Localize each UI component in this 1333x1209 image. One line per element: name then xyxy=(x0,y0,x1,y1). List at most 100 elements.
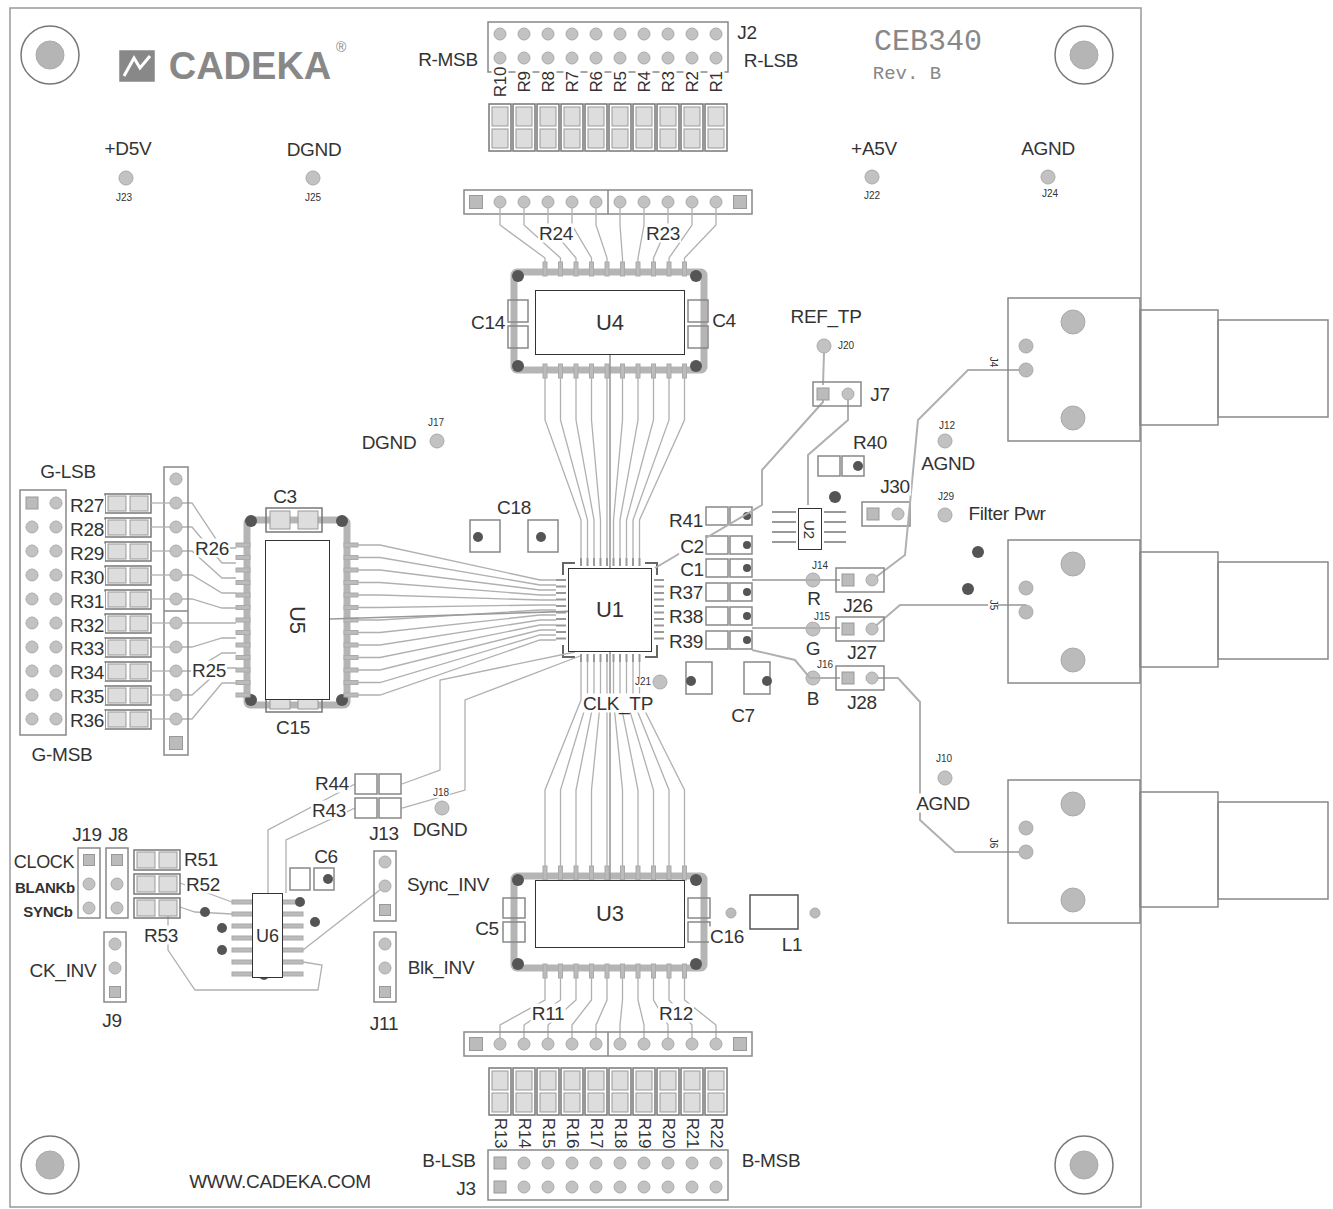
ic-pin xyxy=(621,262,625,276)
ic-pin xyxy=(621,964,625,978)
mounting-hole xyxy=(36,1151,64,1179)
bnc-outline xyxy=(1008,780,1140,923)
ic-pin xyxy=(605,262,609,276)
resistor-outline xyxy=(705,104,727,151)
pad-outline xyxy=(684,107,700,126)
ic-pin xyxy=(344,643,358,647)
header-outline xyxy=(374,932,396,1002)
connector-label: J3 xyxy=(455,1179,476,1198)
ic-pin xyxy=(626,558,628,566)
pad xyxy=(566,28,578,40)
silkscreen-text: REF_TP xyxy=(789,307,862,326)
trace xyxy=(402,652,575,784)
connector-label: J9 xyxy=(101,1011,122,1030)
ic-pin xyxy=(824,521,846,523)
trace xyxy=(572,976,592,1038)
ic-pin xyxy=(619,558,621,566)
pad xyxy=(494,1157,506,1169)
capacitor-label: C5 xyxy=(474,919,500,938)
pad xyxy=(566,1181,578,1193)
pad-outline xyxy=(730,559,752,577)
pad xyxy=(470,1038,483,1051)
pad-outline xyxy=(706,631,728,649)
pad xyxy=(50,689,62,701)
pad xyxy=(170,521,182,533)
trace xyxy=(596,976,607,1038)
pad-outline xyxy=(564,129,580,148)
silkscreen-text: SYNCb xyxy=(22,904,73,919)
connector-label: J12 xyxy=(938,421,956,431)
via xyxy=(686,676,696,686)
via xyxy=(743,612,751,620)
connector-label: J6 xyxy=(988,837,998,850)
resistor-outline xyxy=(489,104,511,151)
sip-outline xyxy=(464,1032,752,1056)
trace xyxy=(872,678,1026,852)
silkscreen-text: B-MSB xyxy=(741,1151,802,1170)
ic-footprint xyxy=(247,520,347,705)
trace xyxy=(620,208,623,264)
trace xyxy=(402,656,580,808)
via xyxy=(245,515,257,527)
trace xyxy=(752,579,840,581)
ic-pin xyxy=(683,964,687,978)
ic-pin xyxy=(236,681,250,685)
pad xyxy=(111,902,123,914)
jumper-outline xyxy=(836,617,884,641)
jumper-outline xyxy=(813,382,861,406)
part-designator: U6 xyxy=(256,927,279,945)
pad xyxy=(26,545,38,557)
ic-pin xyxy=(574,866,578,880)
bnc-pad xyxy=(1019,363,1033,377)
ic-footprint xyxy=(514,272,704,370)
pad xyxy=(590,1181,602,1193)
silkscreen-text: CADEKA xyxy=(168,47,333,85)
ic-pin xyxy=(344,606,358,610)
part-designator: U1 xyxy=(596,599,624,621)
pad xyxy=(662,1181,674,1193)
ic-pin xyxy=(556,631,566,633)
pad xyxy=(26,665,38,677)
connector-label: J21 xyxy=(634,677,652,687)
ic-pin xyxy=(344,656,358,660)
pad xyxy=(734,1038,747,1051)
pad-outline xyxy=(636,1093,652,1112)
test-point xyxy=(865,170,879,184)
ic-pin xyxy=(236,643,250,647)
ic-pin xyxy=(580,558,582,566)
pad xyxy=(518,196,530,208)
pad-outline xyxy=(130,712,148,727)
pad-outline xyxy=(588,1093,604,1112)
pad-outline xyxy=(636,129,652,148)
connector-label: J25 xyxy=(304,193,322,203)
silkscreen-text: BLANKb xyxy=(14,880,76,895)
test-point xyxy=(817,339,831,353)
mounting-hole xyxy=(1055,1136,1113,1194)
ic-pin xyxy=(543,866,547,880)
pad xyxy=(614,1038,626,1050)
pad xyxy=(380,987,391,998)
pad xyxy=(470,196,483,209)
resistor-outline xyxy=(585,104,607,151)
pad-outline xyxy=(528,520,558,552)
resistor-outline xyxy=(513,1068,535,1115)
capacitor-label: C7 xyxy=(730,706,756,725)
pad xyxy=(170,497,182,509)
ic-pin xyxy=(824,511,846,513)
ic-pin xyxy=(824,541,846,543)
pad-outline xyxy=(492,1071,508,1090)
connector-label: J15 xyxy=(813,612,831,622)
pad xyxy=(518,52,530,64)
pad xyxy=(170,545,182,557)
pad-outline xyxy=(516,1093,532,1112)
ic-pin xyxy=(590,262,594,276)
pad-outline xyxy=(842,456,864,476)
header-outline xyxy=(488,22,728,72)
ic-pin xyxy=(654,638,664,640)
logo-mark xyxy=(124,56,150,76)
trace xyxy=(358,640,556,695)
ic-pin xyxy=(652,364,656,378)
via xyxy=(536,532,546,542)
via xyxy=(743,541,751,549)
ic-pin xyxy=(593,558,595,566)
